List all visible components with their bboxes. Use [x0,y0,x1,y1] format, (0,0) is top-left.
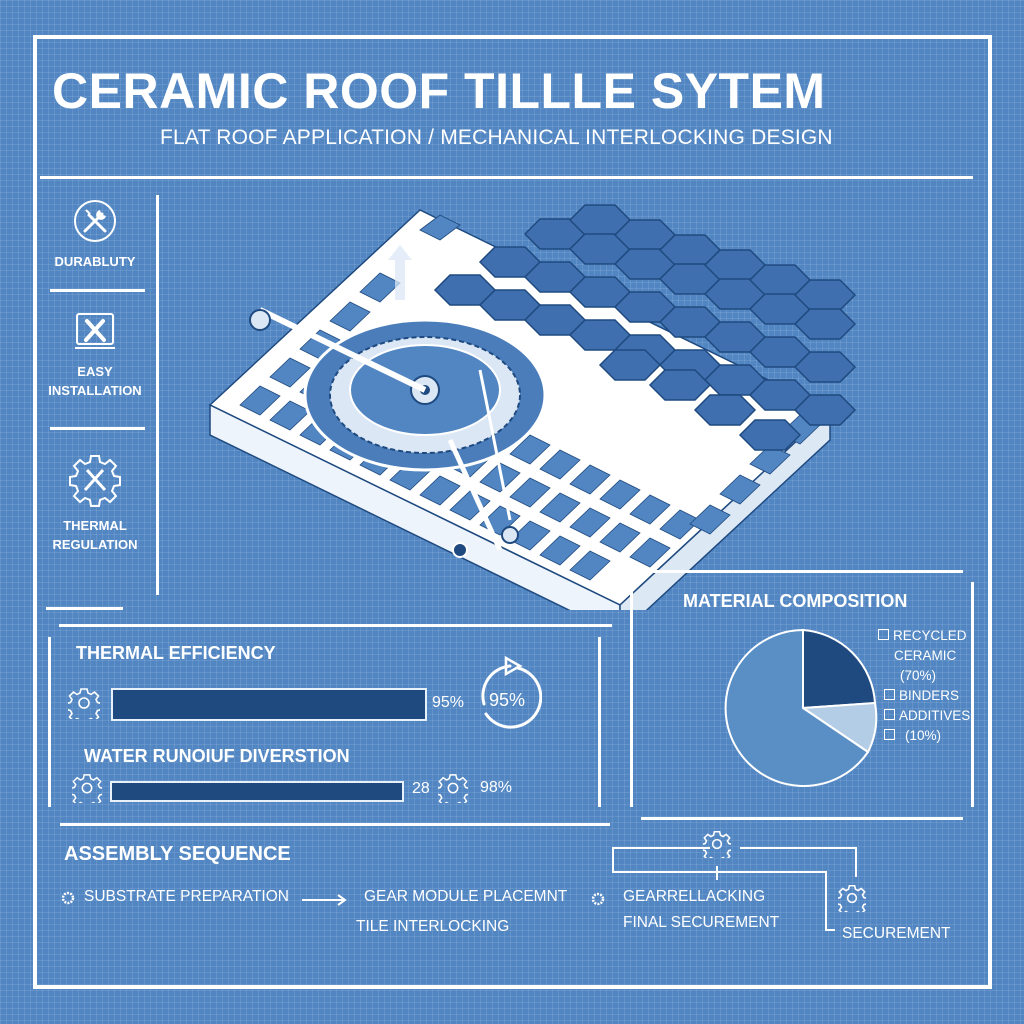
water-runoff-bar-label: 28 [412,780,430,797]
outer-frame [33,35,992,989]
thermal-efficiency-title: THERMAL EFFICIENCY [76,643,276,663]
sidebar-label: INSTALLATION [48,383,142,398]
sidebar-vertical-divider [156,195,159,595]
composition-top-line [641,570,963,573]
legend-item-binders: BINDERS [878,686,970,706]
sidebar-label: EASY [77,364,113,379]
metrics-bottom-line [60,823,610,826]
header-divider [40,176,973,179]
step-securement: SECUREMENT [842,925,951,942]
small-gear-icon [61,891,75,905]
metrics-right-line [598,637,601,807]
legend-swatch [884,709,895,720]
sidebar-label: DURABLUTY [54,254,136,269]
step-final-securement: FINAL SECUREMENT [623,914,780,931]
water-runoff-value: 98% [480,779,513,796]
composition-title: MATERIAL COMPOSITION [683,591,908,611]
gear-icon [72,774,102,803]
thermal-efficiency-ring-label: 95% [489,690,526,710]
composition-bottom-line [641,817,963,820]
wrench-screwdriver-laptop-icon [75,313,115,349]
legend-item-recycled: RECYCLED [878,626,970,646]
legend-swatch [884,729,895,740]
wrench-screwdriver-circle-icon [74,200,116,242]
gear-icon [838,884,866,912]
flow-line [716,866,718,880]
assembly-title: ASSEMBLY SEQUENCE [64,843,291,865]
step-gear-relocking: GEARRELLACKING [623,888,766,905]
page-title: CERAMIC ROOF TILLLE SYTEM [52,63,826,119]
step-gear-module-placement: GEAR MODULE PLACEMNT [364,888,568,905]
legend-item-70pct: (70%) [900,668,937,683]
page-subtitle: FLAT ROOF APPLICATION / MECHANICAL INTER… [160,126,833,149]
step-tile-interlocking: TILE INTERLOCKING [356,918,510,935]
small-gear-icon [591,892,605,906]
metrics-left-line [48,637,51,807]
sidebar-divider-1 [50,289,145,292]
gear-icon [68,688,100,719]
gear-icon [438,774,468,803]
sidebar-label: THERMAL [63,518,127,533]
water-runoff-title: WATER RUNOIUF DIVERSTION [84,746,350,766]
sidebar-label: REGULATION [52,537,138,552]
flow-line [612,847,614,872]
refresh-ring-icon [481,655,542,729]
sidebar-item-thermal-regulation: THERMAL REGULATION [40,452,150,554]
arrow-right-icon [302,894,347,906]
flow-line [855,847,857,877]
roof-tile-illustration [208,204,857,610]
flow-line [612,847,710,849]
flow-line [825,929,835,931]
flow-line [740,847,856,849]
legend-swatch [884,689,895,700]
sidebar-divider-2 [50,427,145,430]
thermal-efficiency-bar [111,688,427,721]
composition-pie-chart [724,628,878,787]
sidebar-item-easy-installation: EASY INSTALLATION [40,312,150,400]
hex-tiles [433,204,857,451]
metrics-top-line [59,624,612,627]
legend-swatch [878,629,889,640]
thermal-efficiency-bar-label: 95% [432,694,465,711]
flow-line [825,871,827,931]
step-substrate-preparation: SUBSTRATE PREPARATION [84,888,289,905]
legend-item-ceramic: CERAMIC [894,648,957,663]
wrench-screwdriver-gear-icon [69,455,121,507]
legend-item-10pct: (10%) [878,726,970,746]
gear-icon [703,830,731,858]
composition-left-line [630,582,633,807]
legend-item-additives: ADDITIVES [878,706,970,726]
water-runoff-bar [110,781,404,802]
sidebar-item-durability: DURABLUTY [40,198,150,271]
composition-legend: RECYCLED CERAMIC (70%) BINDERS ADDITIVES… [878,626,970,746]
composition-right-line [971,582,974,807]
sidebar-bottom-divider [46,607,123,610]
flow-line [612,871,827,873]
